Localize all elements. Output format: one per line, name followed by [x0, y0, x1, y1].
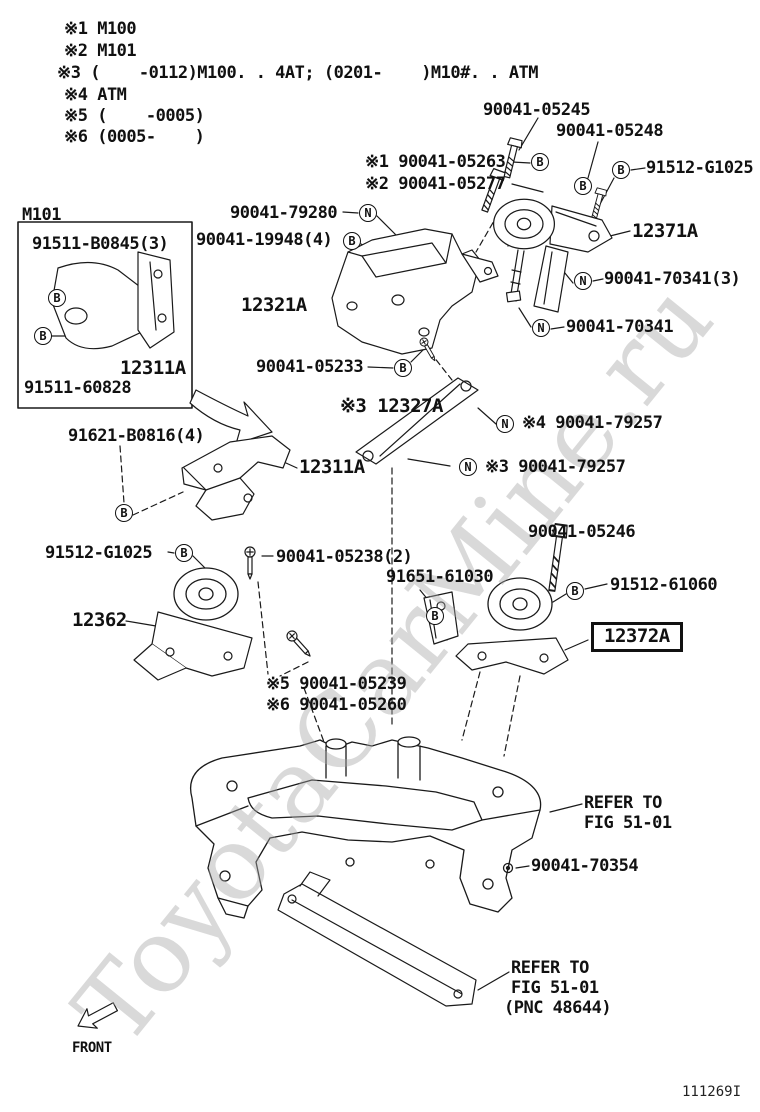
circled-n-marker: N [496, 415, 514, 433]
part-label-12327a: ※3 12327A [340, 395, 443, 417]
circled-b-marker: B [34, 327, 52, 345]
part-label-91512-61060: 91512-61060 [610, 575, 718, 595]
part-label-12311a-inset: 12311A [120, 357, 186, 379]
circled-b-marker: B [566, 582, 584, 600]
part-label-12371a: 12371A [632, 220, 698, 242]
stay-12327a-drawing [355, 377, 479, 465]
mount-12371a-drawing [477, 136, 613, 313]
part-label-90041-79257-3: ※3 90041-79257 [485, 457, 626, 477]
part-label-91512-g1025-left: 91512-G1025 [45, 543, 153, 563]
part-label-91651-61030: 91651-61030 [386, 567, 494, 587]
refer-fig5101-line1: REFER TO [584, 793, 662, 813]
part-label-91511-b0845: 91511-B0845(3) [32, 234, 169, 254]
part-label-90041-05248: 90041-05248 [556, 121, 664, 141]
figure-code: 111269I [682, 1084, 742, 1100]
circled-b-marker: B [48, 289, 66, 307]
brace-48644-drawing [277, 871, 477, 1007]
part-label-90041-05238: 90041-05238(2) [276, 547, 413, 567]
part-label-12321a: 12321A [241, 294, 307, 316]
part-label-12362: 12362 [72, 609, 127, 631]
part-label-90041-79280: 90041-79280 [230, 203, 338, 223]
circled-b-marker: B [426, 607, 444, 625]
circled-n-marker: N [359, 204, 377, 222]
legend-line-2: ※2 M101 [64, 41, 137, 61]
part-label-90041-05239: ※5 90041-05239 [266, 674, 407, 694]
part-label-90041-70354: 90041-70354 [531, 856, 639, 876]
part-label-91621-b0816: 91621-B0816(4) [68, 426, 205, 446]
part-label-12372a-highlighted: 12372A [591, 622, 683, 652]
refer-fig5101-line2: FIG 51-01 [584, 813, 672, 833]
part-label-91511-60828: 91511-60828 [24, 378, 132, 398]
circled-b-marker: B [175, 544, 193, 562]
subframe-drawing [190, 736, 542, 919]
nut-70354-symbol [502, 862, 514, 874]
part-label-91512-g1025-top: 91512-G1025 [646, 158, 754, 178]
circled-b-marker: B [531, 153, 549, 171]
m101-inset-drawing [17, 221, 193, 409]
inset-title-m101: M101 [22, 205, 61, 225]
legend-line-5: ※5 ( -0005) [64, 106, 205, 126]
refer-pnc-line1: REFER TO [511, 958, 589, 978]
part-label-90041-05233: 90041-05233 [256, 357, 364, 377]
bracket-12311a-drawing [181, 435, 291, 521]
circled-b-marker: B [612, 161, 630, 179]
legend-line-1: ※1 M100 [64, 19, 137, 39]
part-label-90041-05245: 90041-05245 [483, 100, 591, 120]
legend-line-4: ※4 ATM [64, 85, 127, 105]
part-label-90041-70341: 90041-70341 [566, 317, 674, 337]
circled-b-marker: B [394, 359, 412, 377]
circled-b-marker: B [574, 177, 592, 195]
part-label-90041-79257-4: ※4 90041-79257 [522, 413, 663, 433]
circled-n-marker: N [532, 319, 550, 337]
part-label-90041-05263: ※1 90041-05263 [365, 152, 506, 172]
circled-n-marker: N [574, 272, 592, 290]
legend-line-6: ※6 (0005- ) [64, 127, 205, 147]
part-label-90041-05260: ※6 90041-05260 [266, 695, 407, 715]
circled-b-marker: B [343, 232, 361, 250]
circled-b-marker: B [115, 504, 133, 522]
part-label-90041-70341-3: 90041-70341(3) [604, 269, 741, 289]
bracket-12321a-drawing [331, 228, 499, 364]
part-label-12311a: 12311A [299, 456, 365, 478]
front-label: FRONT [72, 1040, 112, 1056]
mount-12372a-drawing [423, 522, 570, 675]
refer-pnc-line2: FIG 51-01 [511, 978, 599, 998]
part-label-90041-05246: 90041-05246 [528, 522, 636, 542]
mount-12362-drawing [133, 546, 315, 681]
part-label-90041-05277: ※2 90041-05277 [365, 174, 506, 194]
legend-line-3: ※3 ( -0112)M100. . 4AT; (0201- )M10#. . … [57, 63, 539, 83]
circled-n-marker: N [459, 458, 477, 476]
projection-lines [119, 204, 521, 757]
refer-pnc-line3: (PNC 48644) [504, 998, 612, 1018]
front-arrow [77, 1002, 119, 1029]
part-label-90041-19948: 90041-19948(4) [196, 230, 333, 250]
